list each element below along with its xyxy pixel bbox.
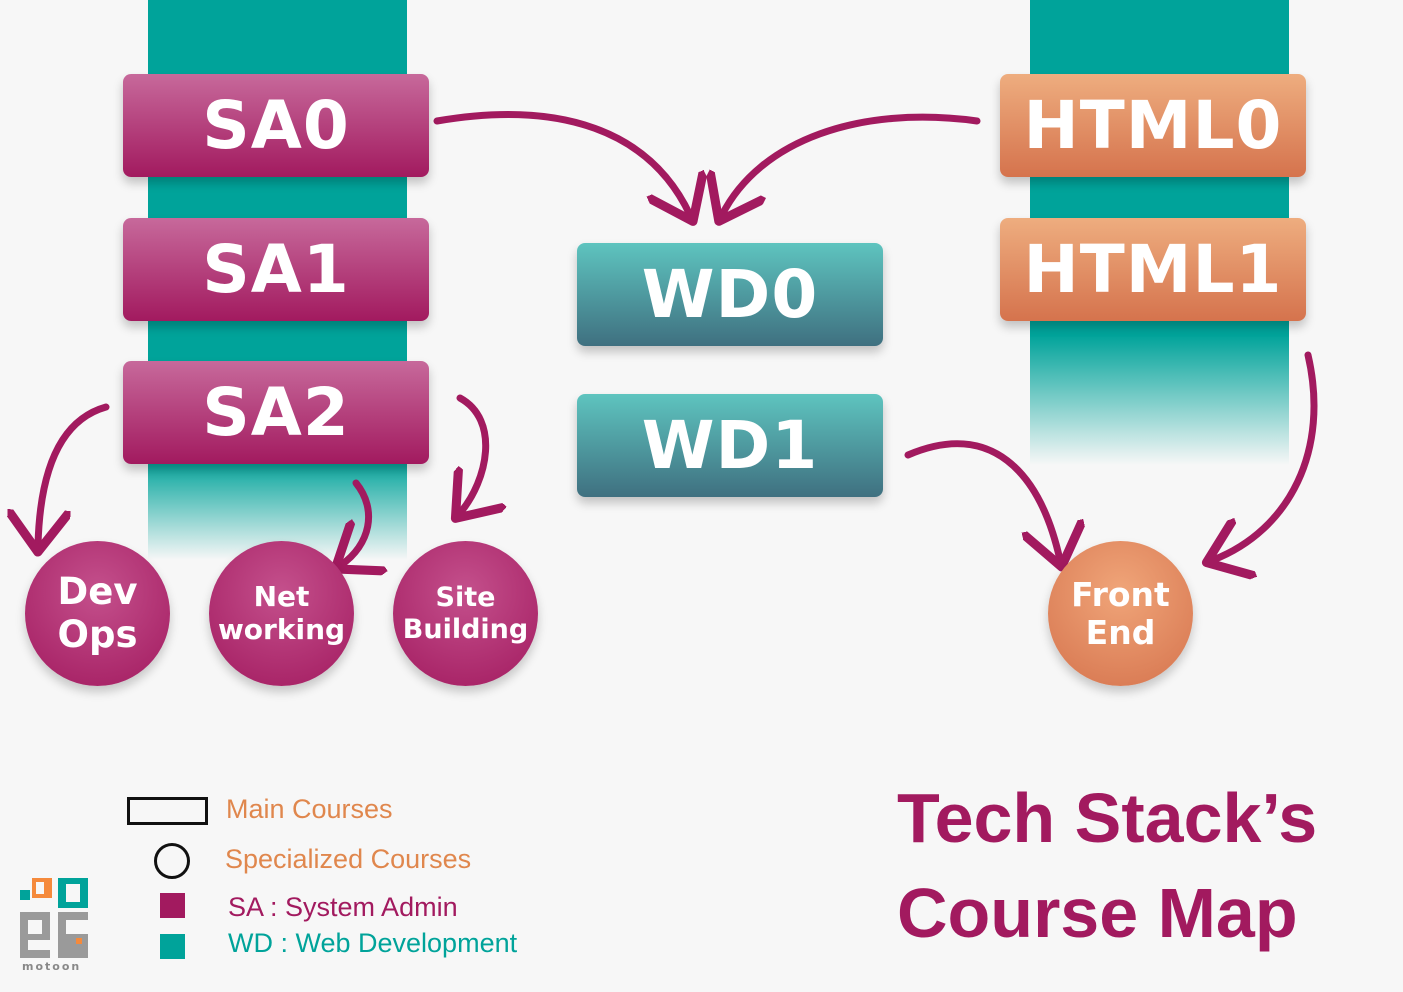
specialized-networking: Net working (209, 541, 354, 686)
specialized-site-building: Site Building (393, 541, 538, 686)
circle-label-line-1: Net (253, 580, 310, 614)
specialized-devops: Dev Ops (25, 541, 170, 686)
legend-wd: WD : Web Development (228, 928, 518, 958)
course-label: WD0 (641, 256, 819, 333)
circle-label-line-1: Site (435, 582, 496, 614)
course-label: SA1 (202, 231, 350, 308)
course-box-wd0: WD0 (577, 243, 883, 346)
arrow-sa2-to-devops (38, 403, 110, 545)
arrow-sa2-to-sitebuilding (460, 394, 486, 513)
circle-label-line-2: End (1085, 612, 1156, 652)
motoon-logo-icon (20, 878, 88, 958)
motoon-logo-text: motoon (22, 960, 82, 973)
legend-specialized-courses: Specialized Courses (225, 844, 472, 874)
circle-label-line-2: working (217, 612, 346, 646)
arrow-html0-to-wd0 (722, 113, 981, 215)
specialized-front-end: Front End (1048, 541, 1193, 686)
page-title-line-1: Tech Stack’s (897, 779, 1318, 857)
legend-circle-symbol (154, 843, 190, 879)
arrow-sa0-to-wd0 (433, 111, 690, 215)
circle-label-line-1: Front (1071, 574, 1170, 614)
circle-label-line-1: Dev (57, 569, 138, 613)
course-box-sa1: SA1 (123, 218, 429, 321)
course-box-sa0: SA0 (123, 74, 429, 177)
course-label: WD1 (641, 407, 819, 484)
course-label: HTML0 (1023, 87, 1283, 164)
course-box-html0: HTML0 (1000, 74, 1306, 177)
circle-label-line-2: Ops (57, 612, 138, 656)
course-box-html1: HTML1 (1000, 218, 1306, 321)
legend-wd-swatch (160, 934, 185, 959)
course-label: SA0 (202, 87, 350, 164)
motoon-logo: motoon (18, 876, 94, 974)
course-label: SA2 (202, 374, 350, 451)
course-label: HTML1 (1023, 231, 1283, 308)
legend-rect-symbol (127, 797, 208, 825)
legend-sa: SA : System Admin (228, 892, 458, 922)
circle-label-line-2: Building (402, 613, 529, 645)
page-title-line-2: Course Map (897, 874, 1298, 952)
course-box-sa2: SA2 (123, 361, 429, 464)
course-box-wd1: WD1 (577, 394, 883, 497)
legend-sa-swatch (160, 893, 185, 918)
legend-main-courses: Main Courses (226, 794, 393, 824)
